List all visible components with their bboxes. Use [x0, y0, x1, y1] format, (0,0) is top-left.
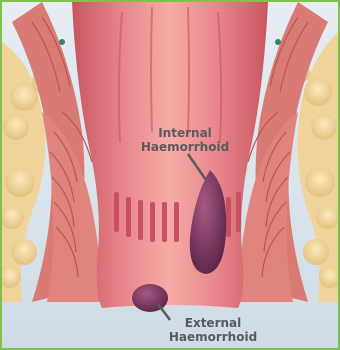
- anal-canal: [72, 2, 268, 308]
- internal-label-line1: Internal: [130, 126, 240, 140]
- external-haemorrhoid-label: External Haemorrhoid: [158, 316, 268, 344]
- internal-haemorrhoid-label: Internal Haemorrhoid: [130, 126, 240, 154]
- anal-canal-illustration: [2, 2, 338, 348]
- external-haemorrhoid: [132, 284, 168, 312]
- internal-label-line2: Haemorrhoid: [130, 140, 240, 154]
- external-label-line1: External: [158, 316, 268, 330]
- external-label-line2: Haemorrhoid: [158, 330, 268, 344]
